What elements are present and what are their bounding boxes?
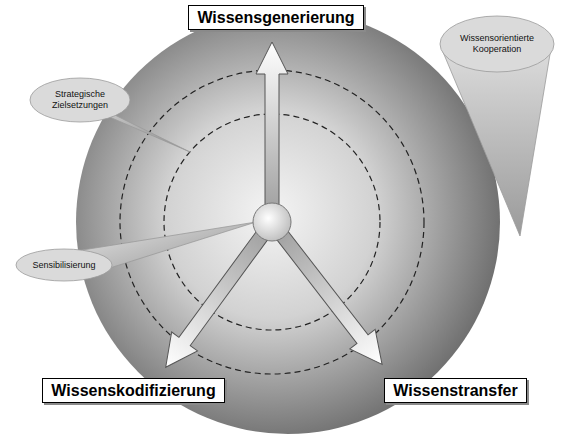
box-label: Wissenstransfer xyxy=(393,381,517,400)
stage-box: Wissenstransfer xyxy=(384,378,527,403)
callout-text: Wissensorientierte Kooperation xyxy=(459,33,535,55)
callout-cone xyxy=(443,48,551,236)
callout-ellipse: Strategische Zielsetzungen xyxy=(29,77,131,123)
callout-ellipse: Sensibilisierung xyxy=(15,248,113,282)
box-label: Wissenskodifizierung xyxy=(51,381,215,400)
sphere xyxy=(76,10,500,434)
callout-text: Sensibilisierung xyxy=(32,260,95,271)
stage-box: Wissensgenerierung xyxy=(188,5,364,30)
callout-ellipse: Wissensorientierte Kooperation xyxy=(439,15,555,73)
hub-circle xyxy=(253,203,291,241)
arrow xyxy=(256,42,288,222)
box-label: Wissensgenerierung xyxy=(197,8,354,27)
callout-text: Strategische Zielsetzungen xyxy=(47,89,113,111)
stage-box: Wissenskodifizierung xyxy=(42,378,225,403)
